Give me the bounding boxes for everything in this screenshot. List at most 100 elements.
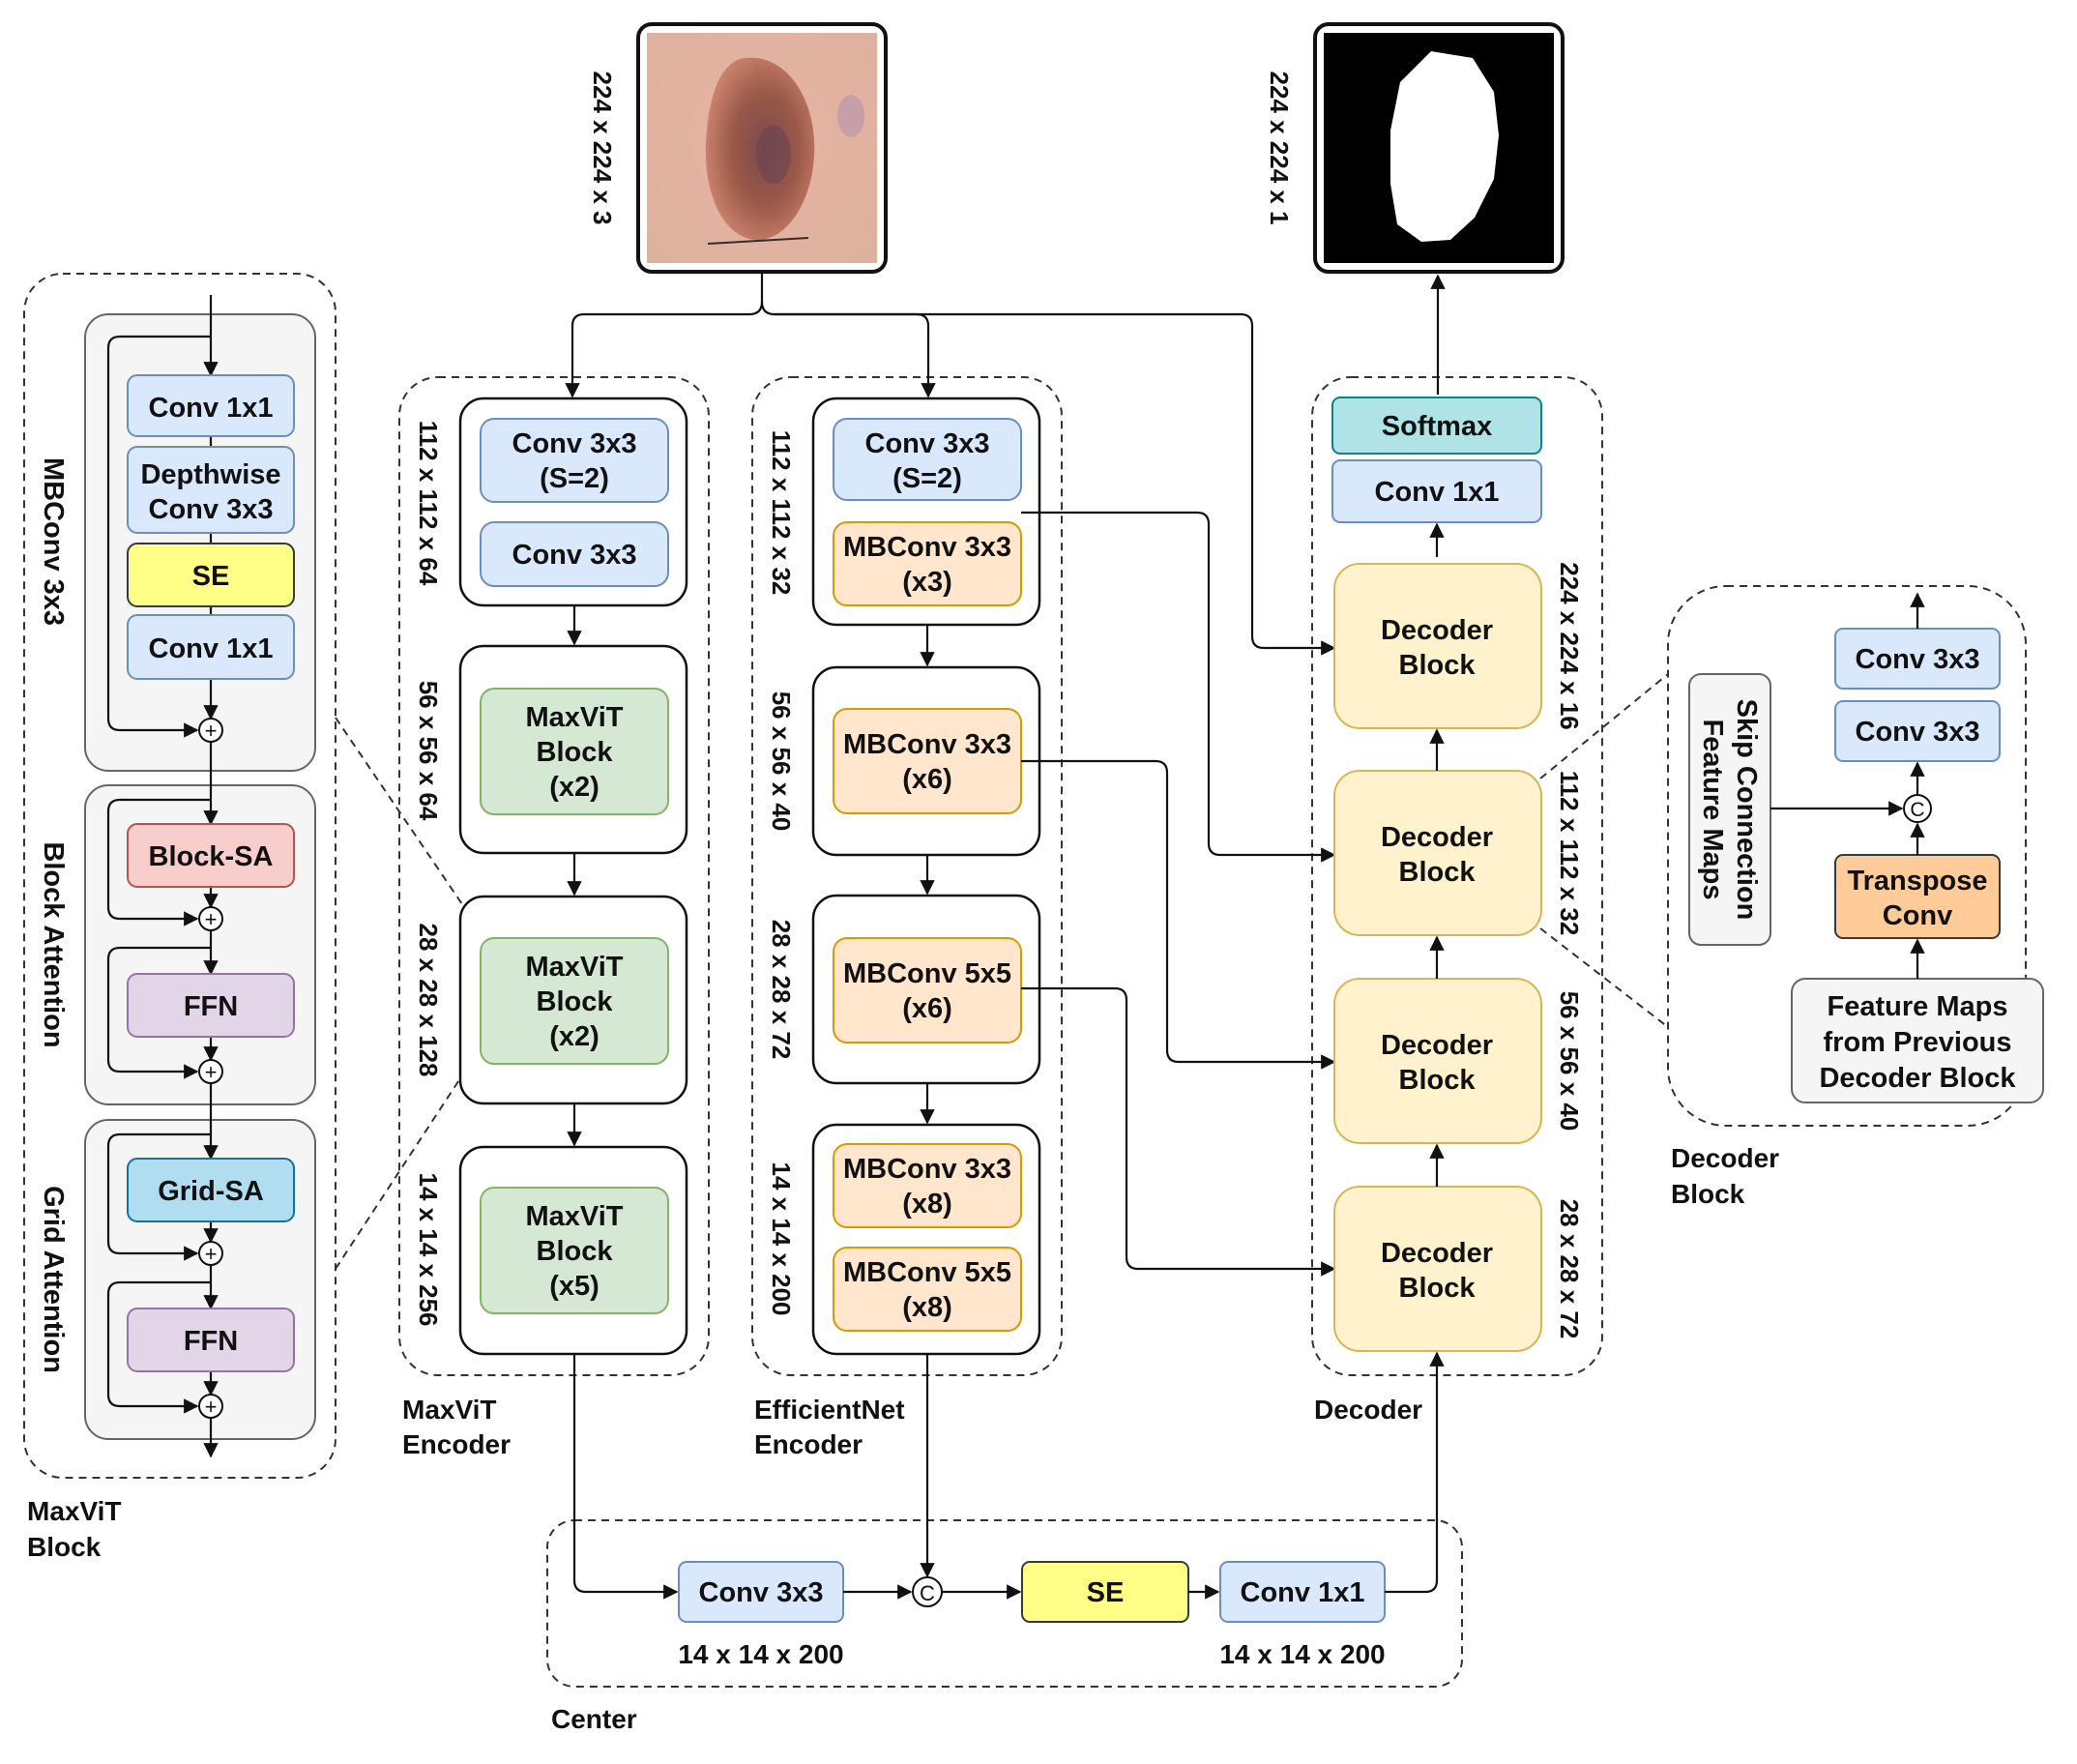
svg-text:Conv 3x3: Conv 3x3: [1856, 644, 1980, 675]
decoder-block-detail-caption: Decoder: [1671, 1143, 1779, 1173]
maxvit-conv3x3: Conv 3x3: [480, 521, 669, 587]
softmax: Softmax: [1331, 397, 1542, 455]
effnet-mbconv-3x3-x8: MBConv 3x3 (x8): [833, 1143, 1022, 1228]
add-node: +: [198, 1059, 223, 1084]
maxvit-block-caption: Block: [27, 1532, 102, 1562]
svg-text:(x8): (x8): [902, 1189, 952, 1220]
effnet-mbconv-5x5-x6: MBConv 5x5 (x6): [833, 937, 1022, 1044]
effnet-dim-2: 56 x 56 x 40: [767, 691, 796, 832]
zoom-connector: [335, 673, 1669, 1270]
add-node: +: [198, 906, 223, 931]
svg-text:Grid-SA: Grid-SA: [158, 1176, 264, 1207]
mbconv-se: SE: [127, 543, 295, 607]
svg-text:C: C: [920, 1581, 935, 1605]
svg-text:Conv 1x1: Conv 1x1: [1375, 477, 1500, 508]
decoder-block-4: Decoder Block: [1333, 1186, 1542, 1352]
center-conv1x1: Conv 1x1: [1219, 1561, 1386, 1623]
svg-text:Conv 3x3: Conv 3x3: [699, 1577, 824, 1608]
svg-text:(x8): (x8): [902, 1292, 952, 1323]
svg-text:Skip Connection: Skip Connection: [1731, 699, 1762, 921]
svg-text:Feature Maps: Feature Maps: [1828, 991, 2008, 1022]
svg-text:(x2): (x2): [549, 772, 600, 803]
svg-text:Decoder: Decoder: [1381, 615, 1493, 646]
svg-text:FFN: FFN: [184, 1326, 238, 1357]
svg-text:Decoder: Decoder: [1381, 1238, 1493, 1269]
svg-text:(x2): (x2): [549, 1021, 600, 1052]
decoder-dim-2: 112 x 112 x 32: [1555, 771, 1584, 936]
svg-text:+: +: [205, 719, 218, 743]
decoder-block-1: Decoder Block: [1333, 563, 1542, 729]
svg-text:(S=2): (S=2): [540, 463, 609, 494]
maxvit-dim-2: 56 x 56 x 64: [414, 681, 443, 821]
decoder-dim-3: 56 x 56 x 40: [1555, 991, 1584, 1132]
decoder-panel: [1311, 376, 1603, 1376]
svg-text:Block: Block: [537, 737, 614, 768]
add-node: +: [198, 1241, 223, 1266]
center-se: SE: [1021, 1561, 1189, 1623]
svg-text:Conv: Conv: [1883, 900, 1953, 931]
svg-text:Block: Block: [537, 986, 614, 1017]
svg-text:(x6): (x6): [902, 993, 952, 1024]
center-dim-left: 14 x 14 x 200: [678, 1639, 843, 1669]
block-sa: Block-SA: [127, 823, 295, 888]
effnet-conv-s2: Conv 3x3 (S=2): [833, 418, 1022, 501]
decoder-block-detail-panel: [1667, 585, 2027, 1127]
efficientnet-encoder-panel: [751, 376, 1063, 1376]
svg-text:Block: Block: [1399, 1065, 1477, 1096]
output-mask: [1313, 22, 1565, 274]
mbconv-title: MBConv 3x3: [38, 457, 69, 626]
svg-text:Decoder: Decoder: [1381, 1030, 1493, 1061]
svg-text:MBConv 3x3: MBConv 3x3: [843, 1154, 1011, 1185]
svg-text:(x6): (x6): [902, 764, 952, 795]
effnet-mbconv-3x3-x3: MBConv 3x3 (x3): [833, 521, 1022, 606]
add-node: +: [198, 1394, 223, 1419]
detail-conv3x3-top: Conv 3x3: [1834, 628, 2001, 690]
maxvit-block-caption: MaxViT: [27, 1496, 122, 1526]
decoder-conv1x1: Conv 1x1: [1331, 459, 1542, 523]
svg-text:SE: SE: [192, 561, 230, 592]
svg-text:Softmax: Softmax: [1382, 411, 1492, 442]
maxvit-conv-s2: Conv 3x3 (S=2): [480, 418, 669, 503]
maxvit-encoder-caption: MaxViT: [402, 1395, 497, 1425]
block-attention-title: Block Attention: [38, 841, 69, 1047]
mbconv-depthwise-conv: Depthwise Conv 3x3: [127, 446, 295, 534]
svg-text:(x5): (x5): [549, 1271, 600, 1302]
svg-text:Conv 1x1: Conv 1x1: [1241, 1577, 1365, 1608]
ffn-block-attention: FFN: [127, 973, 295, 1038]
svg-text:Block-SA: Block-SA: [149, 841, 274, 872]
effnet-encoder-caption: Encoder: [754, 1429, 863, 1459]
svg-text:MaxViT: MaxViT: [525, 1201, 623, 1232]
maxvit-block-x5: MaxViT Block (x5): [480, 1187, 669, 1314]
svg-text:C: C: [1910, 799, 1924, 821]
decoder-dim-4: 28 x 28 x 72: [1555, 1199, 1584, 1339]
decoder-block-2: Decoder Block: [1333, 770, 1542, 936]
svg-text:MBConv 3x3: MBConv 3x3: [843, 729, 1011, 760]
svg-text:Block: Block: [1399, 1273, 1477, 1304]
grid-attention-title: Grid Attention: [38, 1186, 69, 1373]
svg-text:Conv 3x3: Conv 3x3: [512, 428, 637, 459]
svg-text:Block: Block: [1399, 650, 1477, 681]
svg-text:Transpose: Transpose: [1847, 866, 1987, 897]
decoder-block-3: Decoder Block: [1333, 978, 1542, 1144]
maxvit-block-x2-a: MaxViT Block (x2): [480, 688, 669, 815]
detail-conv3x3-bottom: Conv 3x3: [1834, 700, 2001, 762]
center-conv3x3: Conv 3x3: [678, 1561, 844, 1623]
svg-text:Conv 3x3: Conv 3x3: [512, 540, 637, 571]
svg-text:MBConv 5x5: MBConv 5x5: [843, 1257, 1011, 1288]
decoder-dim-1: 224 x 224 x 16: [1555, 562, 1584, 730]
maxvit-block-x2-b: MaxViT Block (x2): [480, 937, 669, 1065]
maxvit-dim-3: 28 x 28 x 128: [414, 923, 443, 1076]
svg-text:+: +: [205, 1242, 218, 1266]
output-dim: 224 x 224 x 1: [1265, 71, 1294, 224]
maxvit-dim-1: 112 x 112 x 64: [414, 421, 443, 586]
center-dim-right: 14 x 14 x 200: [1219, 1639, 1385, 1669]
input-dim: 224 x 224 x 3: [588, 71, 617, 224]
svg-text:Decoder Block: Decoder Block: [1819, 1063, 2016, 1094]
ffn-grid-attention: FFN: [127, 1308, 295, 1372]
effnet-mbconv-5x5-x8: MBConv 5x5 (x8): [833, 1247, 1022, 1332]
maxvit-block-panel: [23, 273, 336, 1479]
svg-text:Depthwise: Depthwise: [140, 459, 280, 490]
svg-text:+: +: [205, 907, 218, 931]
effnet-dim-3: 28 x 28 x 72: [767, 920, 796, 1060]
decoder-block-detail-caption: Block: [1671, 1179, 1745, 1209]
